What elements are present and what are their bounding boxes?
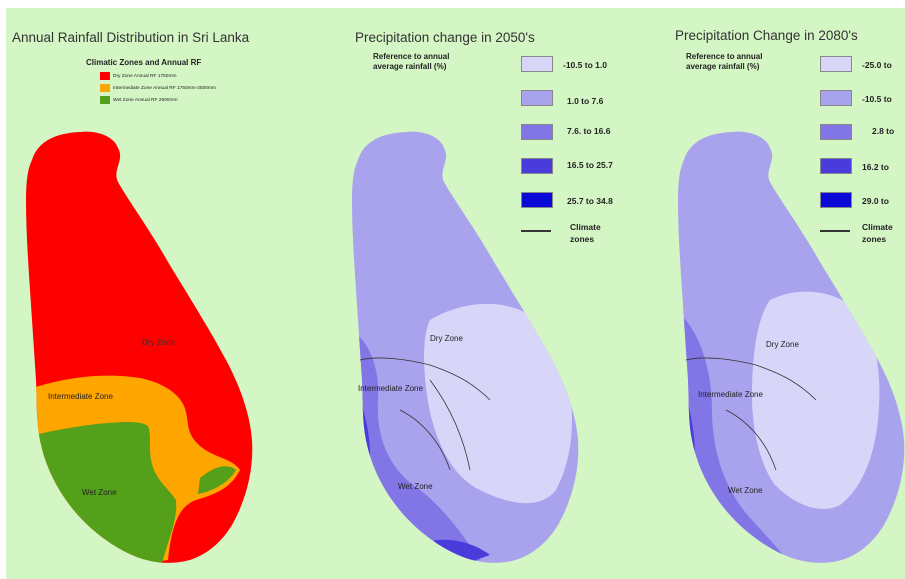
panel2-reference-line2: average rainfall (%) — [373, 62, 447, 71]
panel3-strongest-region — [678, 400, 688, 462]
panel1-islet — [39, 147, 45, 153]
panel1-legend-title: Climatic Zones and Annual RF — [86, 58, 202, 67]
panel3-legend-swatch — [820, 56, 852, 72]
panel1-dry-zone-label: Dry Zone — [142, 338, 175, 347]
panel3-intermediate-zone-label: Intermediate Zone — [698, 390, 763, 399]
panel1-wet-zone-patch — [198, 466, 236, 494]
panel3-legend-label: -25.0 to — [862, 60, 892, 70]
panel3-climate-label-line2: zones — [862, 234, 887, 244]
panel3-legend-swatch — [820, 192, 852, 208]
panel3-legend-label: -10.5 to — [862, 94, 892, 104]
panel1-islet — [82, 180, 86, 184]
panel1-legend-swatch-wet — [100, 96, 110, 104]
panel2-intermediate-zone-label: Intermediate Zone — [358, 384, 423, 393]
panel2-legend-swatch — [521, 90, 553, 106]
panel3-legend-label: 16.2 to — [862, 162, 889, 172]
panel3-reference-line2: average rainfall (%) — [686, 62, 760, 71]
panel3-legend-swatch — [820, 90, 852, 106]
panel2-reference-line1: Reference to annual — [373, 52, 450, 61]
panel2-strongest-region — [352, 400, 362, 462]
panel3-wet-zone-label: Wet Zone — [728, 486, 763, 495]
panel3-climate-line-symbol — [820, 230, 850, 232]
panel2-climate-label-line2: zones — [570, 234, 595, 244]
panel3-climate-label-line1: Climate — [862, 222, 893, 232]
panel1-title: Annual Rainfall Distribution in Sri Lank… — [12, 30, 250, 45]
panel1-islet — [48, 174, 52, 178]
panel3-islet — [690, 147, 696, 153]
panel3-climate-zone-lines — [685, 357, 817, 471]
panel2-wet-zone-label: Wet Zone — [398, 482, 433, 491]
panel1-legend-swatch-dry — [100, 72, 110, 80]
panel1-legend-swatch-intermediate — [100, 84, 110, 92]
panel2-legend-label: 25.7 to 34.8 — [567, 196, 613, 206]
panel1-legend-label-intermediate: Intermediate Zone Annual RF 1750mm-2500m… — [113, 86, 216, 91]
panel3-title: Precipitation Change in 2080's — [675, 28, 858, 43]
panel2-climate-line-symbol — [521, 230, 551, 232]
panel3-legend-label: 2.8 to — [872, 126, 895, 136]
panel3-legend-swatch — [820, 158, 852, 174]
panel2-islet — [364, 147, 370, 153]
panel2-legend-swatch — [521, 158, 553, 174]
panel3-dry-zone-label: Dry Zone — [766, 340, 799, 349]
panel3-legend-swatch — [820, 124, 852, 140]
panel1-legend-label-wet: Wet Zone Annual RF 2500mm — [113, 98, 178, 103]
panel2-climate-label-line1: Climate — [570, 222, 601, 232]
panel2-dry-zone-label: Dry Zone — [430, 334, 463, 343]
panel2-legend-label: -10.5 to 1.0 — [563, 60, 607, 70]
panel1-intermediate-zone-label: Intermediate Zone — [48, 392, 113, 401]
panel1-wet-zone-label: Wet Zone — [82, 488, 117, 497]
panel3-legend-label: 29.0 to — [862, 196, 889, 206]
panel3-reference-line1: Reference to annual — [686, 52, 763, 61]
panel2-legend-label: 7.6. to 16.6 — [567, 126, 611, 136]
panel2-title: Precipitation change in 2050's — [355, 30, 535, 45]
panel1-map — [26, 131, 253, 563]
panel2-legend-swatch — [521, 124, 553, 140]
panel2-light-region — [424, 303, 572, 504]
panel2-legend-swatch — [521, 192, 553, 208]
panel2-legend-label: 16.5 to 25.7 — [567, 160, 613, 170]
panel1-legend-label-dry: Dry Zone Annual RF 1750mm — [113, 74, 177, 79]
panel2-islet — [374, 174, 378, 178]
panel2-legend-label: 1.0 to 7.6 — [567, 96, 604, 106]
panel2-climate-zone-lines — [359, 357, 491, 471]
panel2-legend-swatch — [521, 56, 553, 72]
